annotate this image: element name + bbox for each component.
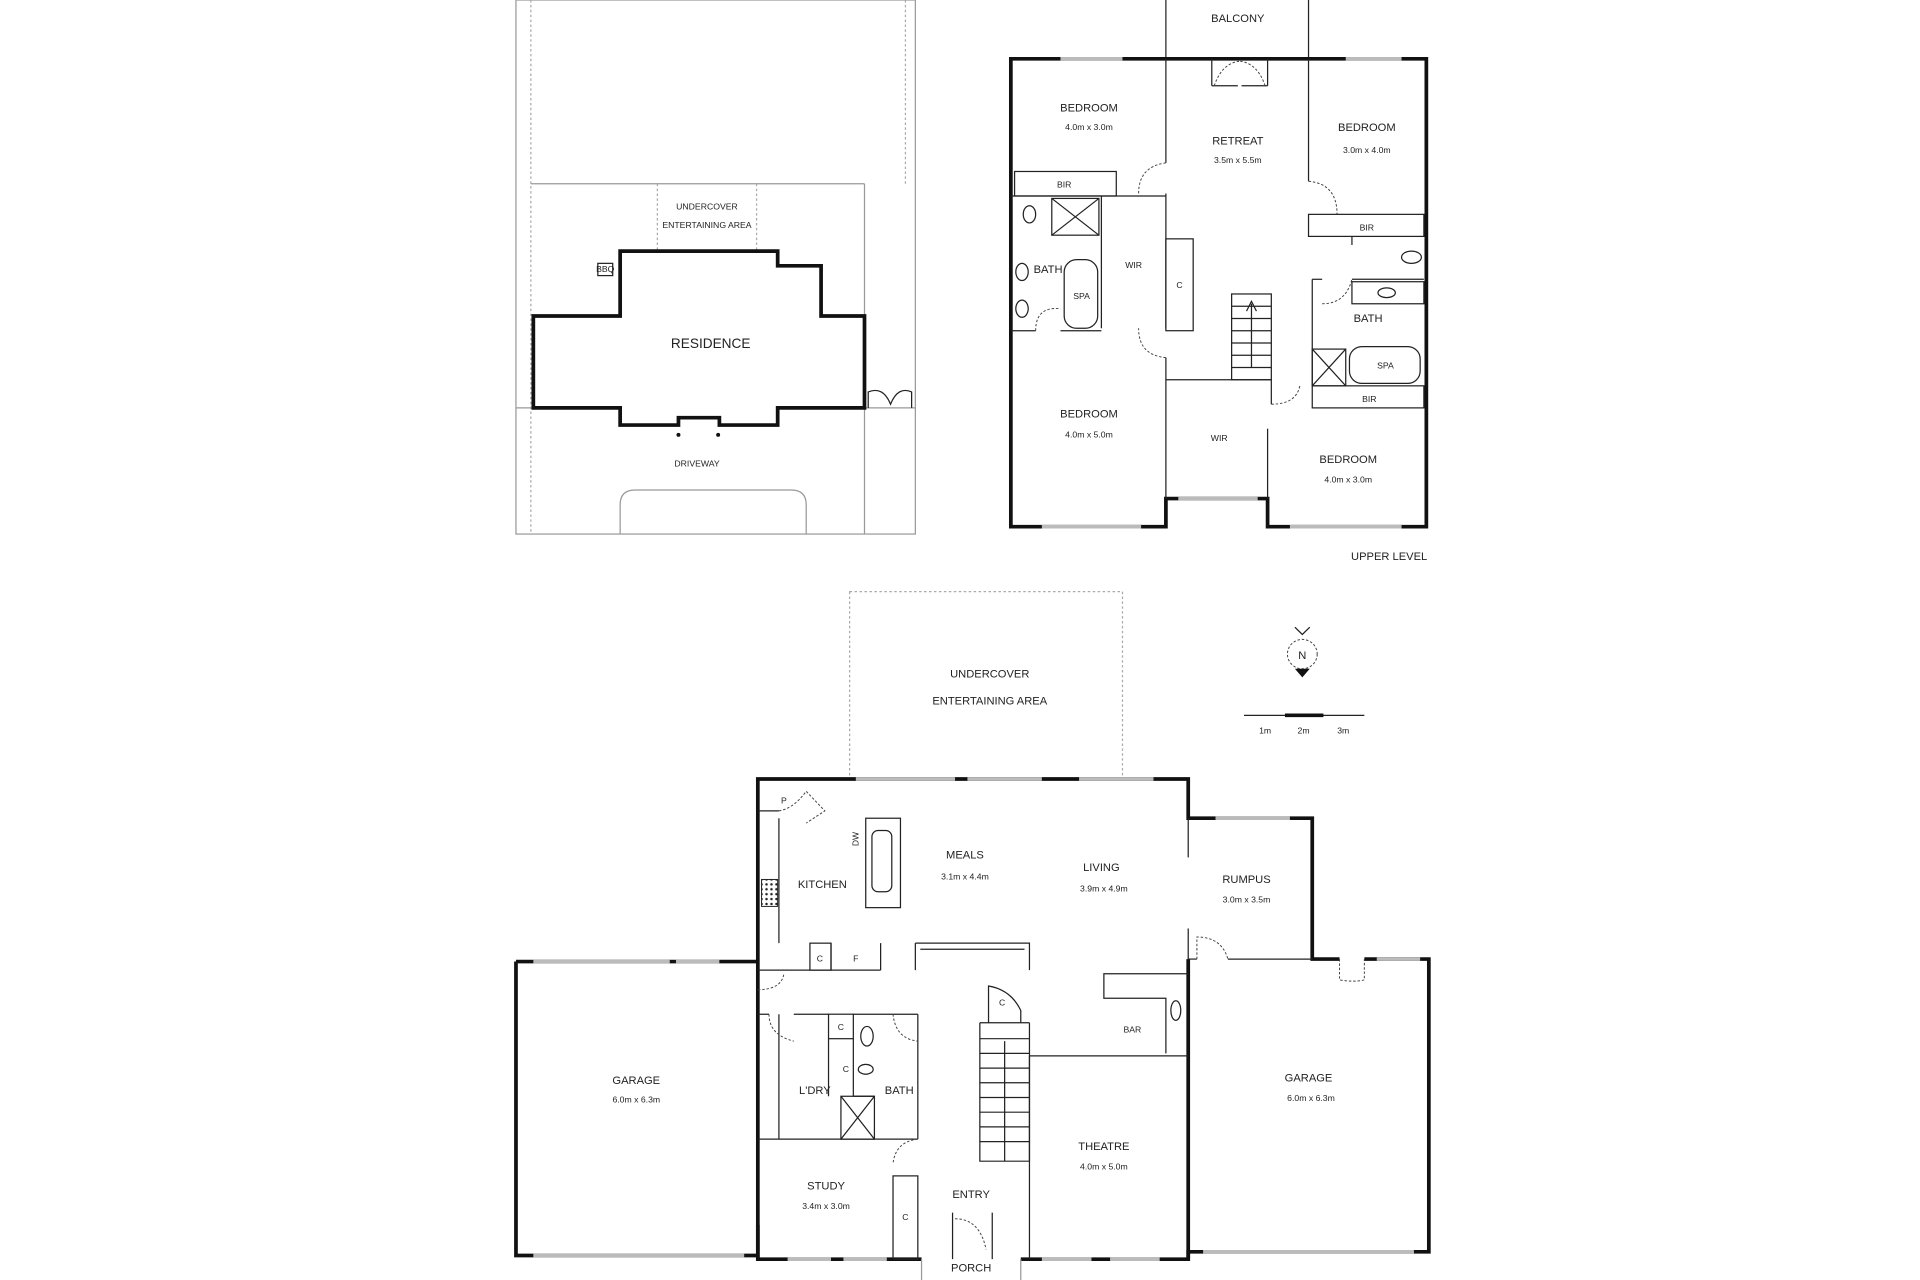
north-arrow-icon: N	[1286, 626, 1318, 678]
cupboard-label: C	[838, 1022, 844, 1032]
bedroom-se-label: BEDROOM	[1319, 454, 1377, 466]
cupboard-label: C	[902, 1212, 908, 1222]
bedroom-sw-label: BEDROOM	[1060, 409, 1118, 421]
meals-label: MEALS	[946, 850, 984, 862]
lower-level-plan: UNDERCOVER ENTERTAINING AREA P DW KITCHE…	[514, 591, 1431, 1280]
spa-2	[1348, 346, 1421, 384]
bar-label: BAR	[1123, 1025, 1141, 1035]
spa-label: SPA	[1377, 361, 1394, 371]
pantry-label: P	[781, 796, 787, 806]
retreat-size: 3.5m x 5.5m	[1214, 155, 1262, 165]
fridge-label: F	[853, 954, 858, 964]
study-size: 3.4m x 3.0m	[802, 1201, 850, 1211]
bbq-box	[597, 262, 614, 277]
theatre-label: THEATRE	[1078, 1141, 1129, 1153]
bath-label: BATH	[1354, 313, 1383, 325]
retreat-label: RETREAT	[1212, 136, 1263, 148]
dishwasher-label: DW	[850, 831, 860, 846]
scale-bar: 1m 2m 3m	[1244, 713, 1365, 736]
bir-label: BIR	[1360, 222, 1374, 232]
bath-label: BATH	[885, 1085, 914, 1097]
undercover-label-2: ENTERTAINING AREA	[932, 695, 1047, 707]
wir-label: WIR	[1125, 260, 1142, 270]
residence-outline	[531, 249, 867, 427]
bir-se	[1311, 385, 1425, 409]
upper-level-plan: BALCONY BEDROOM 4.0m x 3.0m RETREAT 3.5m…	[1008, 0, 1429, 563]
bedroom-sw-size: 4.0m x 5.0m	[1065, 429, 1113, 439]
balcony-label: BALCONY	[1211, 13, 1265, 25]
rumpus-label: RUMPUS	[1222, 874, 1270, 886]
bedroom-nw-size: 4.0m x 3.0m	[1065, 122, 1113, 132]
bir-label: BIR	[1362, 394, 1376, 404]
undercover-label: UNDERCOVER	[950, 668, 1029, 680]
garage-east-label: GARAGE	[1285, 1073, 1333, 1085]
porch-label: PORCH	[951, 1262, 991, 1274]
entry-label: ENTRY	[952, 1189, 990, 1201]
cupboard-label: C	[999, 998, 1005, 1008]
cupboard-label: C	[1176, 280, 1182, 290]
garage-west-label: GARAGE	[612, 1075, 660, 1087]
driveway-label: DRIVEWAY	[674, 459, 720, 469]
bedroom-nw-label: BEDROOM	[1060, 103, 1118, 115]
garage-east-size: 6.0m x 6.3m	[1287, 1093, 1335, 1103]
site-undercover-label: UNDERCOVER	[676, 202, 738, 212]
kitchen-island	[865, 817, 902, 909]
driveway-turnaround	[619, 489, 807, 535]
cupboard-label: C	[843, 1064, 849, 1074]
garage-west-size: 6.0m x 6.3m	[612, 1094, 660, 1104]
kitchen-label: KITCHEN	[798, 879, 847, 891]
scale-label: 3m	[1337, 726, 1349, 736]
study-label: STUDY	[807, 1180, 845, 1192]
bir-ne	[1307, 213, 1425, 238]
bedroom-ne-label: BEDROOM	[1338, 122, 1396, 134]
undercover-area	[848, 591, 1124, 780]
site-undercover-label-2: ENTERTAINING AREA	[662, 220, 751, 230]
north-label: N	[1298, 650, 1306, 662]
bbq-label: BBQ	[596, 264, 615, 274]
spa-label: SPA	[1073, 291, 1090, 301]
living-label: LIVING	[1083, 862, 1120, 874]
bir-label: BIR	[1057, 179, 1071, 189]
residence-label: RESIDENCE	[671, 336, 751, 351]
upper-level-title: UPPER LEVEL	[1351, 551, 1427, 563]
laundry-label: L'DRY	[799, 1085, 831, 1097]
living-size: 3.9m x 4.9m	[1080, 884, 1128, 894]
meals-size: 3.1m x 4.4m	[941, 872, 989, 882]
wir-label: WIR	[1211, 433, 1228, 443]
spa-1	[1063, 259, 1099, 329]
scale-label: 2m	[1298, 726, 1310, 736]
site-plan: BBQ UNDERCOVER ENTERTAINING AREA RESIDEN…	[515, 0, 916, 535]
scale-label: 1m	[1259, 726, 1271, 736]
bedroom-ne-size: 3.0m x 4.0m	[1343, 145, 1391, 155]
bedroom-se-size: 4.0m x 3.0m	[1324, 475, 1372, 485]
bath-label: BATH	[1034, 264, 1063, 276]
theatre-size: 4.0m x 5.0m	[1080, 1162, 1128, 1172]
rumpus-size: 3.0m x 3.5m	[1223, 895, 1271, 905]
site-boundary	[515, 0, 916, 535]
cupboard-label: C	[817, 954, 823, 964]
